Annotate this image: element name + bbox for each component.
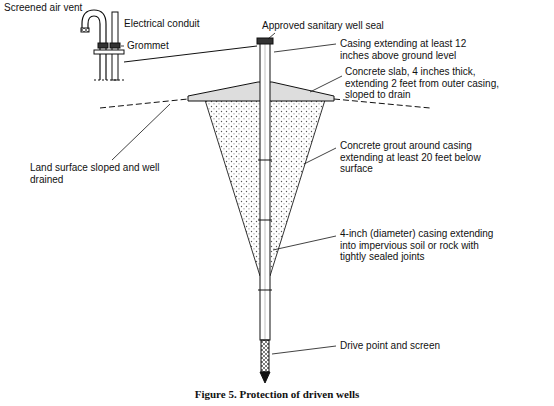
- callout-label: Electrical conduit: [124, 18, 200, 30]
- callout-label: Land surface sloped and well drained: [30, 162, 170, 185]
- sanitary-seal: [257, 38, 273, 44]
- callout-label: Approved sanitary well seal: [262, 20, 384, 32]
- callout-label: Screened air vent: [4, 2, 82, 14]
- callout-label: Concrete slab, 4 inches thick, extending…: [345, 66, 505, 101]
- callout-label: Concrete grout around casing extending a…: [340, 140, 500, 175]
- callout-label: 4-inch (diameter) casing extending into …: [340, 228, 505, 263]
- callout-label: Grommet: [127, 40, 169, 52]
- well-casing: [260, 40, 270, 340]
- callout-label: Casing extending at least 12 inches abov…: [340, 38, 490, 61]
- grommet: [98, 43, 108, 48]
- drive-screen: [261, 340, 269, 372]
- figure-caption: Figure 5. Protection of driven wells: [0, 388, 554, 400]
- land-surface: [100, 99, 188, 108]
- callout-label: Drive point and screen: [340, 340, 440, 352]
